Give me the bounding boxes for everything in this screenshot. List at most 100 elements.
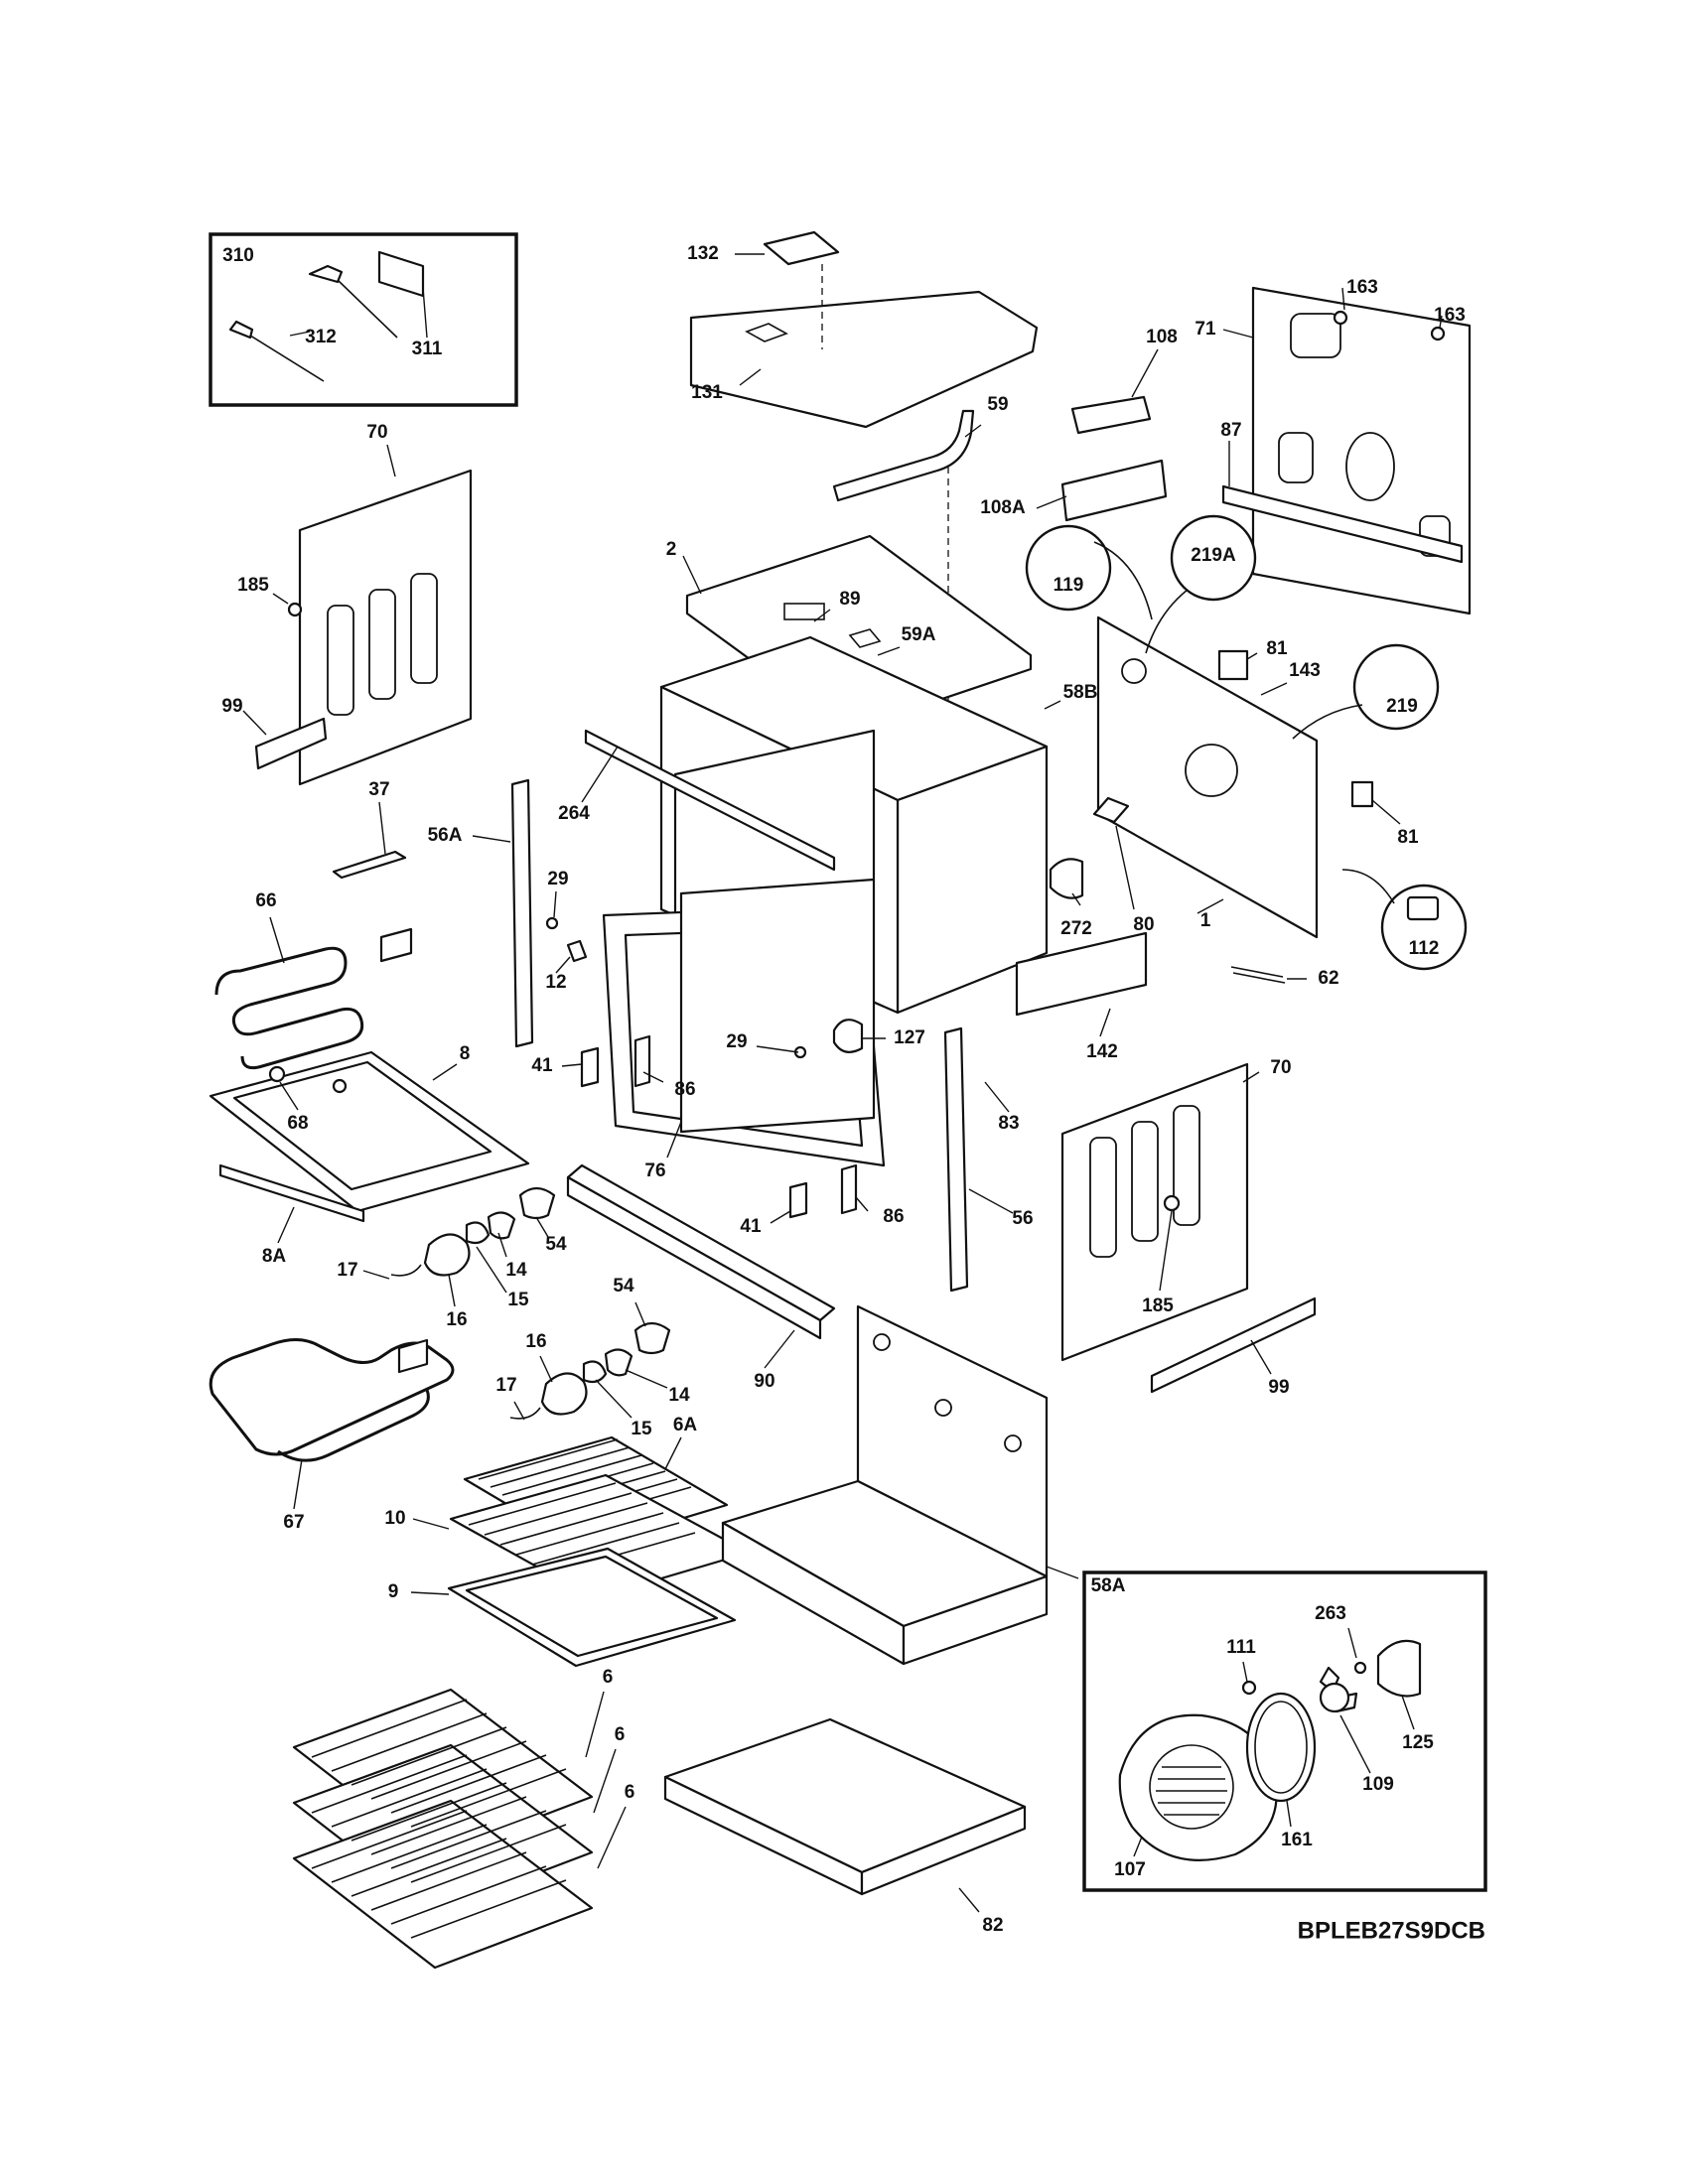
broil-element-66 xyxy=(214,946,364,1070)
left-side-panel: 70 185 99 xyxy=(221,422,473,786)
label-90: 90 xyxy=(754,1371,774,1392)
motor-125 xyxy=(1376,1639,1422,1698)
plate-132 xyxy=(763,230,840,266)
label-163-b: 163 xyxy=(1434,305,1466,326)
fan-element-161 xyxy=(1245,1692,1317,1803)
frame-264 xyxy=(584,729,836,872)
label-108A: 108A xyxy=(980,497,1026,518)
bracket-108A xyxy=(1060,459,1168,522)
drawing-code: BPLEB27S9DCB xyxy=(1298,1917,1485,1944)
label-86-b: 86 xyxy=(883,1206,904,1227)
clip-81b xyxy=(1350,780,1374,808)
callout-circle-112 xyxy=(1380,884,1468,971)
bulb-14b xyxy=(604,1348,633,1377)
label-67: 67 xyxy=(283,1512,304,1533)
bottom-tray: 82 xyxy=(663,1717,1027,1936)
hinge-41b xyxy=(788,1181,808,1219)
lens-54b xyxy=(633,1321,671,1355)
label-131: 131 xyxy=(691,382,723,403)
broil-pan-set: 6A 10 9 xyxy=(384,1415,751,1668)
fan-blade-hub-109 xyxy=(1319,1682,1350,1713)
label-264: 264 xyxy=(558,803,590,824)
label-86-a: 86 xyxy=(674,1079,695,1100)
label-9: 9 xyxy=(388,1581,399,1602)
label-68: 68 xyxy=(287,1113,308,1134)
label-58B: 58B xyxy=(1063,682,1098,703)
channel-99 xyxy=(254,717,328,770)
label-17-a: 17 xyxy=(337,1260,357,1281)
hinge-receiver-86a xyxy=(633,1034,651,1088)
front-frame xyxy=(679,878,876,1134)
inset-label-311: 311 xyxy=(412,339,443,359)
label-81-b: 81 xyxy=(1397,827,1419,848)
oven-racks: 6 6 6 xyxy=(292,1667,635,1970)
housing-16b xyxy=(540,1372,588,1416)
front-frame-left: 37 56A 264 29 12 xyxy=(332,729,836,1048)
label-15-a: 15 xyxy=(507,1290,529,1310)
fan-cover-107 xyxy=(1118,1713,1278,1861)
label-66: 66 xyxy=(255,890,276,911)
label-6-a: 6 xyxy=(603,1667,614,1688)
label-81-a: 81 xyxy=(1266,638,1288,659)
trim-142 xyxy=(1015,931,1148,1017)
bake-element-67 xyxy=(209,1338,455,1456)
callout-circle-219A xyxy=(1170,514,1257,602)
label-6-c: 6 xyxy=(625,1782,635,1803)
label-83: 83 xyxy=(998,1113,1019,1134)
washer-263 xyxy=(1353,1661,1367,1675)
light-socket-272 xyxy=(1049,858,1084,899)
trim-56 xyxy=(943,1026,969,1293)
label-54-b: 54 xyxy=(613,1276,634,1297)
label-14-b: 14 xyxy=(668,1385,690,1406)
label-15-b: 15 xyxy=(631,1419,652,1439)
channel-87 xyxy=(1221,484,1464,564)
nut-111 xyxy=(1241,1680,1257,1696)
label-99-b: 99 xyxy=(1268,1377,1289,1398)
broil-element-and-drip-tray: 66 68 8 8A xyxy=(209,890,530,1267)
label-142: 142 xyxy=(1086,1041,1118,1062)
label-37: 37 xyxy=(368,779,389,800)
inset-label-107: 107 xyxy=(1114,1859,1146,1880)
channel-99b xyxy=(1150,1297,1317,1394)
front-trim-right: 142 62 83 56 xyxy=(943,931,1339,1293)
clip-311 xyxy=(377,250,425,298)
lens-54a xyxy=(518,1186,556,1220)
trim-8A xyxy=(218,1163,365,1223)
lamp-assembly-upper: 54 14 15 16 17 xyxy=(337,1186,567,1330)
label-99-a: 99 xyxy=(221,696,242,717)
label-2: 2 xyxy=(666,539,677,560)
label-54-a: 54 xyxy=(545,1234,567,1255)
callout-119: 119 xyxy=(1054,575,1084,596)
inset-label-312: 312 xyxy=(305,327,337,347)
socket-15a xyxy=(465,1221,491,1245)
clip-12 xyxy=(566,939,588,963)
bulb-14a xyxy=(487,1211,516,1240)
label-163-a: 163 xyxy=(1346,277,1378,298)
oven-top: 2 89 59A xyxy=(666,534,1033,733)
label-89: 89 xyxy=(839,589,860,610)
label-41-a: 41 xyxy=(531,1055,553,1076)
bake-element: 67 xyxy=(209,1338,455,1533)
fan-108 xyxy=(1070,395,1152,435)
label-185-a: 185 xyxy=(237,575,269,596)
hinge-receiver-86b xyxy=(840,1163,858,1215)
callout-circle-219 xyxy=(1352,643,1440,731)
label-80: 80 xyxy=(1133,914,1154,935)
label-76: 76 xyxy=(644,1160,665,1181)
inset-convection-fan: 263 111 125 109 161 107 xyxy=(1082,1570,1487,1892)
socket-15b xyxy=(582,1360,608,1384)
inset-frame-fan xyxy=(1082,1570,1487,1892)
label-6A: 6A xyxy=(673,1415,698,1435)
probe-37 xyxy=(332,850,407,880)
label-16-a: 16 xyxy=(446,1309,467,1330)
inset-label-263: 263 xyxy=(1315,1603,1346,1624)
bottom-trim: 90 xyxy=(566,1163,836,1392)
label-108: 108 xyxy=(1146,327,1178,347)
inset-label-109: 109 xyxy=(1362,1774,1394,1795)
label-17-b: 17 xyxy=(495,1375,516,1396)
bracket-312b xyxy=(308,264,344,284)
label-6-b: 6 xyxy=(615,1724,626,1745)
inset-frame xyxy=(209,232,518,407)
rear-panel-assembly: 108 108A 163 163 71 87 xyxy=(980,277,1472,615)
